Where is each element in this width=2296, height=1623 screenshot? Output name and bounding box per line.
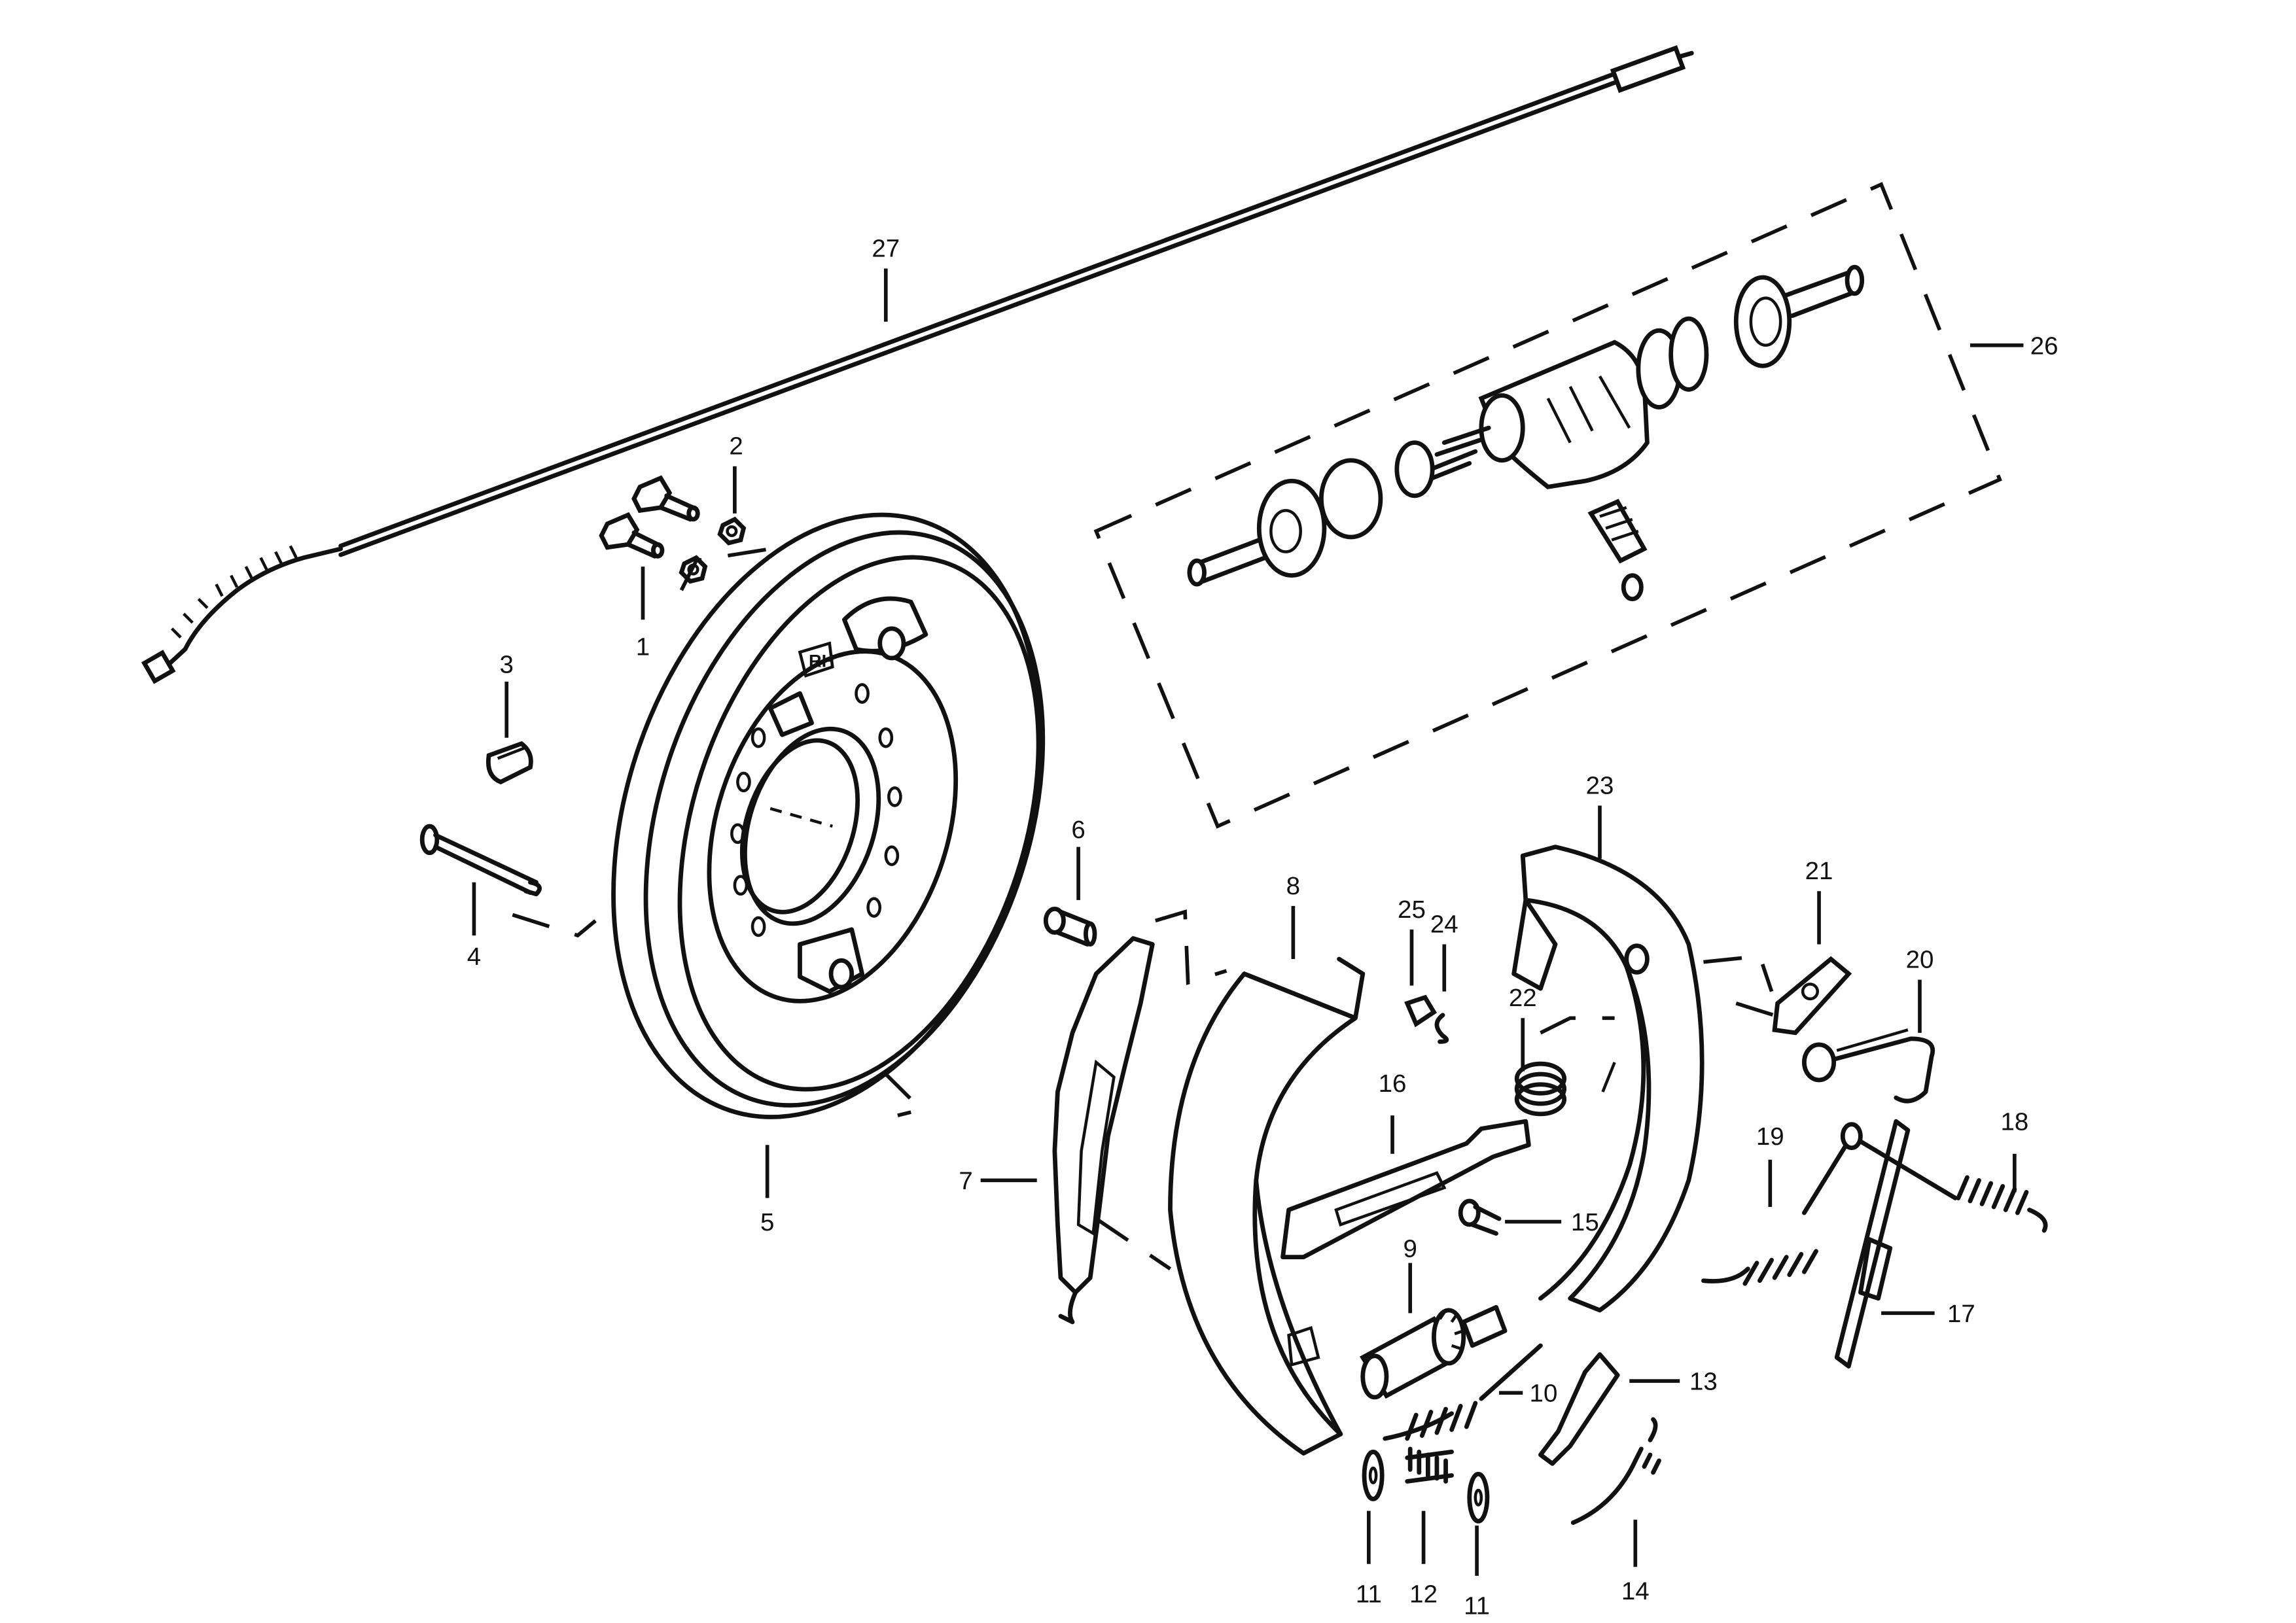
callout-13: 13: [1689, 1368, 1718, 1396]
mounting-bolts: [599, 475, 700, 559]
callout-20: 20: [1906, 946, 1934, 974]
cable-guide: [1801, 1028, 1935, 1104]
callout-7: 7: [959, 1167, 972, 1195]
backing-plate: RH: [611, 512, 1046, 1119]
callout-14: 14: [1621, 1577, 1650, 1605]
hold-down-spring: [1514, 1061, 1567, 1117]
callout-11-left: 11: [1356, 1580, 1382, 1608]
callout-23: 23: [1586, 771, 1614, 799]
callout-21: 21: [1805, 857, 1833, 885]
callout-27: 27: [872, 235, 900, 263]
adjuster-pin: [1458, 1198, 1502, 1236]
grommet-plug: [486, 741, 533, 785]
rh-mark: RH: [809, 651, 834, 671]
callout-18: 18: [2000, 1108, 2028, 1136]
callout-17: 17: [1947, 1300, 1975, 1328]
callout-15: 15: [1571, 1208, 1599, 1236]
callout-4: 4: [467, 943, 481, 971]
assembly-guides: [512, 547, 1793, 1271]
parking-brake-cable: [141, 45, 1694, 684]
return-spring-18: [1849, 1134, 2048, 1233]
return-spring: [1383, 1343, 1543, 1441]
wheel-cylinder-kit: [1093, 182, 2002, 829]
adjuster-spring: [1405, 1446, 1454, 1484]
retaining-clips: [1404, 994, 1449, 1044]
primary-brake-shoe: [1168, 956, 1366, 1456]
shoe-plate: [1772, 956, 1852, 1036]
adjuster-arm: [1538, 1352, 1620, 1466]
callout-5: 5: [760, 1208, 774, 1236]
callout-6: 6: [1071, 816, 1085, 844]
callout-25: 25: [1398, 896, 1426, 924]
callout-labels: 1 2 3 4 5 6 7 8 9 10 11 11 12 13 14 15 1…: [467, 235, 2058, 1620]
return-spring-19: [1701, 1134, 1854, 1286]
callout-22: 22: [1509, 984, 1537, 1012]
adjuster-screw: [1359, 1304, 1508, 1400]
callout-2: 2: [729, 432, 743, 461]
callout-26: 26: [2030, 332, 2058, 360]
callout-1: 1: [636, 633, 650, 661]
spring-washer-right: [1467, 1471, 1490, 1524]
anchor-pin: [1043, 906, 1097, 947]
spring-washer-left: [1362, 1449, 1385, 1501]
adjuster-lever: [1280, 1119, 1531, 1260]
callout-12: 12: [1409, 1580, 1438, 1608]
callout-10: 10: [1530, 1380, 1558, 1408]
callout-9: 9: [1403, 1235, 1417, 1263]
mounting-nuts: [679, 516, 747, 584]
parking-brake-lever: [1834, 1119, 1911, 1369]
callout-leaders: [472, 268, 2024, 1576]
callout-16: 16: [1379, 1070, 1407, 1098]
adjuster-lever-spring: [1570, 1417, 1661, 1526]
secondary-brake-shoe: [1511, 845, 1704, 1313]
callout-3: 3: [500, 651, 514, 679]
callout-24: 24: [1430, 911, 1458, 939]
shoe-guide-plate: [1052, 936, 1155, 1325]
hold-down-pin: [419, 824, 542, 897]
callout-8: 8: [1286, 872, 1300, 900]
callout-19: 19: [1756, 1123, 1784, 1151]
callout-11-right: 11: [1464, 1592, 1490, 1620]
